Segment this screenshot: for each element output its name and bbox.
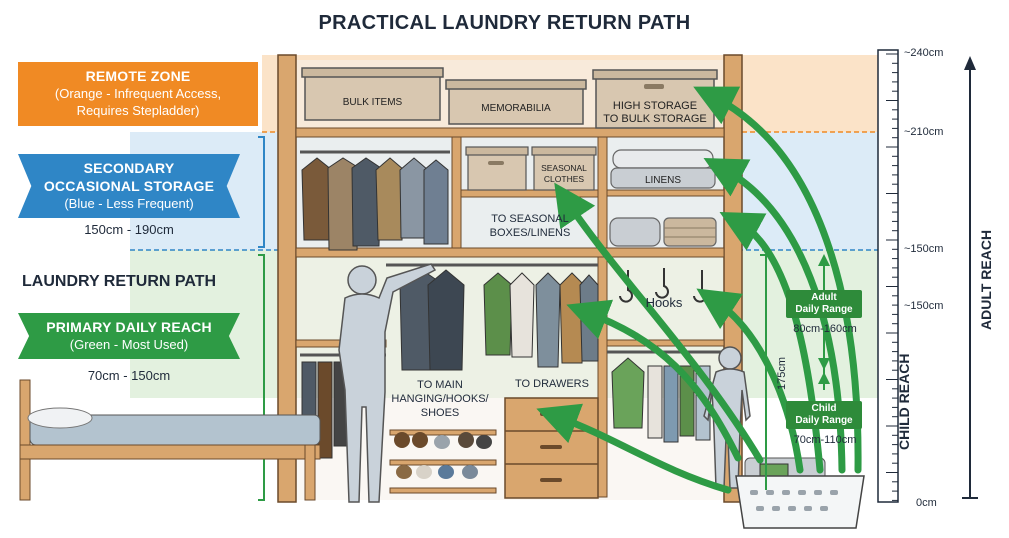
child-badge-line2: Daily Range	[795, 415, 853, 426]
remote-zone-banner: REMOTE ZONE (Orange - Infrequent Access,…	[18, 62, 258, 126]
primary-zone-title: PRIMARY DAILY REACH	[46, 319, 212, 335]
to-seasonal-label: TO SEASONAL BOXES/LINENS	[462, 212, 598, 240]
hooks-label: Hooks	[645, 295, 683, 310]
bed	[19, 379, 321, 501]
linens-shelf-1	[606, 189, 725, 197]
seasonal-shelf	[460, 189, 599, 198]
to-main-line1: TO MAIN	[417, 379, 463, 391]
linens-label: LINENS	[644, 175, 682, 186]
laundry-path-heading: LAUNDRY RETURN PATH	[22, 273, 217, 290]
seasonal-clothes-label: SEASONAL CLOTHES	[534, 163, 594, 185]
adult-badge-line2: Daily Range	[795, 304, 853, 315]
remote-zone-line2: Requires Stepladder)	[76, 103, 200, 118]
seasonal-line1: SEASONAL	[541, 163, 587, 173]
primary-zone-sub: (Green - Most Used)	[69, 337, 189, 352]
high-storage-label: HIGH STORAGE TO BULK STORAGE	[596, 100, 714, 126]
secondary-zone-title2: OCCASIONAL STORAGE	[43, 178, 215, 194]
upper-hanging-coats	[300, 150, 450, 251]
to-main-line3: SHOES	[420, 407, 460, 419]
seasonal-line2: CLOTHES	[543, 174, 585, 184]
primary-zone-banner: PRIMARY DAILY REACH (Green - Most Used)	[18, 313, 240, 359]
primary-bracket	[258, 254, 265, 501]
bulk-items-bin	[301, 67, 444, 121]
to-main-line2: HANGING/HOOKS/	[391, 393, 489, 405]
primary-zone-range: 70cm - 150cm	[87, 368, 171, 383]
high-storage-line2: TO BULK STORAGE	[603, 113, 707, 125]
drawer-unit	[504, 397, 599, 499]
lower-right-shelf	[606, 339, 725, 347]
main-hanging-clothes	[386, 263, 599, 371]
to-main-label: TO MAIN HANGING/HOOKS/ SHOES	[386, 378, 494, 420]
child-range-badge: Child Daily Range	[786, 401, 862, 429]
page-title: PRACTICAL LAUNDRY RETURN PATH	[318, 12, 691, 34]
scale-240: ~240cm	[904, 47, 944, 59]
secondary-zone-sub: (Blue - Less Frequent)	[64, 196, 194, 211]
linens-stack-lower	[609, 217, 717, 247]
laundry-basket	[735, 457, 865, 529]
height-marker-label: 175cm	[776, 356, 788, 390]
adult-figure	[338, 263, 437, 503]
remote-zone-line1: (Orange - Infrequent Access,	[54, 86, 222, 101]
secondary-bracket	[258, 136, 265, 248]
child-range-value: 70cm-110cm	[793, 434, 857, 446]
arrow-to-main-hanging	[566, 299, 742, 462]
secondary-zone-title1: SECONDARY	[83, 160, 175, 176]
to-drawers-label: TO DRAWERS	[515, 378, 589, 390]
to-seasonal-line2: BOXES/LINENS	[489, 227, 571, 239]
memorabilia-bin	[445, 79, 587, 125]
scale-150-lower: ~150cm	[904, 300, 944, 312]
secondary-zone-banner: SECONDARY OCCASIONAL STORAGE (Blue - Les…	[18, 154, 240, 218]
bulk-items-label: BULK ITEMS	[342, 97, 403, 108]
secondary-zone-range: 150cm - 190cm	[84, 222, 174, 237]
seasonal-box-left	[465, 146, 529, 191]
scale-0: 0cm	[916, 497, 937, 509]
high-storage-line1: HIGH STORAGE	[612, 100, 698, 112]
shoe-rack	[389, 429, 497, 494]
arrow-to-hooks	[696, 288, 804, 474]
memorabilia-label: MEMORABILIA	[481, 103, 551, 114]
scale-150-upper: ~150cm	[904, 243, 944, 255]
arrow-to-seasonal	[554, 182, 764, 464]
child-badge-line1: Child	[811, 403, 837, 414]
adult-reach-axis-label: ADULT REACH	[978, 229, 994, 330]
adult-range-badge: Adult Daily Range	[786, 290, 862, 318]
to-seasonal-line1: TO SEASONAL	[491, 213, 569, 225]
scale-210: ~210cm	[904, 126, 944, 138]
height-ruler	[877, 49, 899, 503]
center-divider-left	[451, 136, 462, 258]
adult-badge-line1: Adult	[811, 292, 837, 303]
arrow-to-drawers	[536, 403, 732, 494]
child-reach-axis-label: CHILD REACH	[896, 353, 912, 450]
top-shelf	[295, 127, 725, 138]
adult-range-value: 80cm-160cm	[793, 323, 857, 335]
mid-shelf	[295, 247, 725, 258]
closet-left-post	[277, 54, 297, 503]
remote-zone-title: REMOTE ZONE	[85, 68, 191, 84]
